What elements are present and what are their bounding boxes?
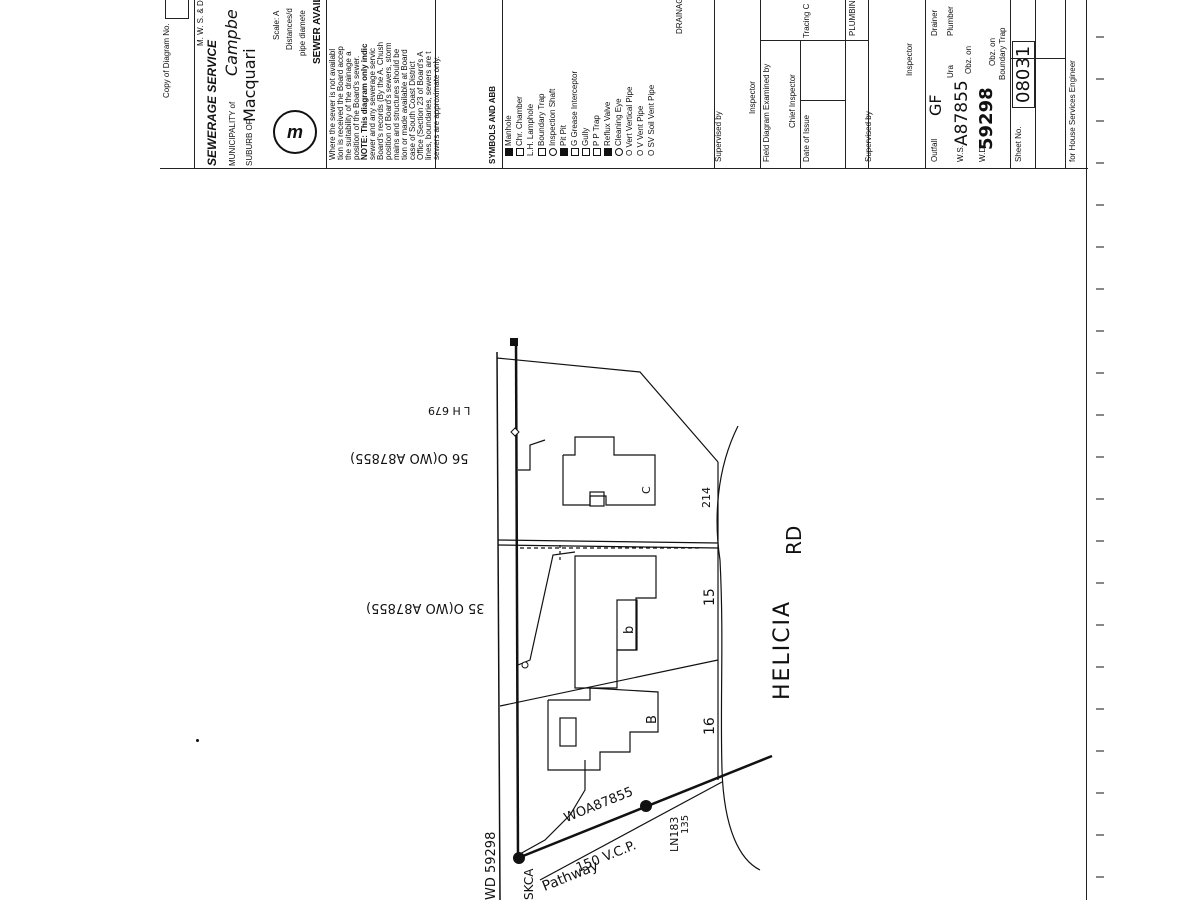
board-logo: m bbox=[273, 110, 317, 154]
edge-ruler-ticks bbox=[1096, 0, 1104, 900]
stray-dot bbox=[196, 739, 199, 742]
house-label-b: b bbox=[622, 625, 637, 634]
lot-number-16: 16 bbox=[702, 717, 718, 735]
wd-side-label: WD 59298 bbox=[484, 831, 499, 900]
house-label-B: B bbox=[645, 715, 660, 724]
house-label-c: C bbox=[640, 486, 653, 494]
misc-135-label: 135 bbox=[680, 814, 691, 834]
sewer-label-56: 56 O(WO A87855) bbox=[350, 450, 469, 465]
lot-number-15: 15 bbox=[702, 588, 718, 606]
lamphole-label: L H 679 bbox=[428, 404, 471, 417]
copy-diagram-box bbox=[165, 0, 189, 19]
sk-label: SKCA bbox=[522, 868, 536, 900]
sewer-label-35: 35 O(WO A87855) bbox=[366, 600, 485, 615]
lot-number-214: 214 bbox=[700, 487, 713, 508]
road-name-rd: RD bbox=[782, 525, 806, 555]
page-edge-line bbox=[1086, 0, 1087, 900]
road-name-helicia: HELICIA bbox=[770, 599, 795, 700]
